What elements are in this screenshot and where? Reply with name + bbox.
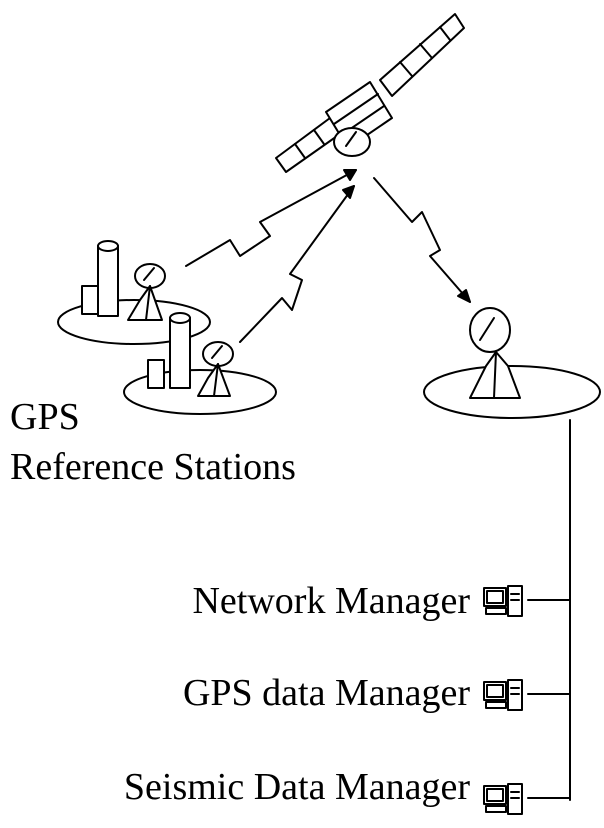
gps-antenna-tower-icon (147, 312, 191, 389)
reference-stations-label: Reference Stations (10, 446, 296, 488)
computer-icon (483, 585, 523, 617)
gps-antenna-tower-icon (81, 240, 119, 317)
signal-arrows (185, 169, 471, 343)
seismic-data-manager-label: Seismic Data Manager (123, 766, 470, 808)
network-manager-label: Network Manager (192, 580, 470, 622)
satellite-dish-icon (197, 341, 234, 397)
satellite-dish-icon (469, 307, 521, 399)
reference-station-2 (123, 312, 277, 415)
gps-label: GPS (10, 396, 80, 438)
receiving-station (423, 307, 601, 419)
satellite-icon (275, 13, 465, 173)
computer-icon (483, 783, 523, 815)
satellite-dish-icon (127, 263, 166, 321)
computer-icon (483, 679, 523, 711)
network-line (527, 419, 571, 801)
gps-data-manager-label: GPS data Manager (182, 672, 470, 714)
